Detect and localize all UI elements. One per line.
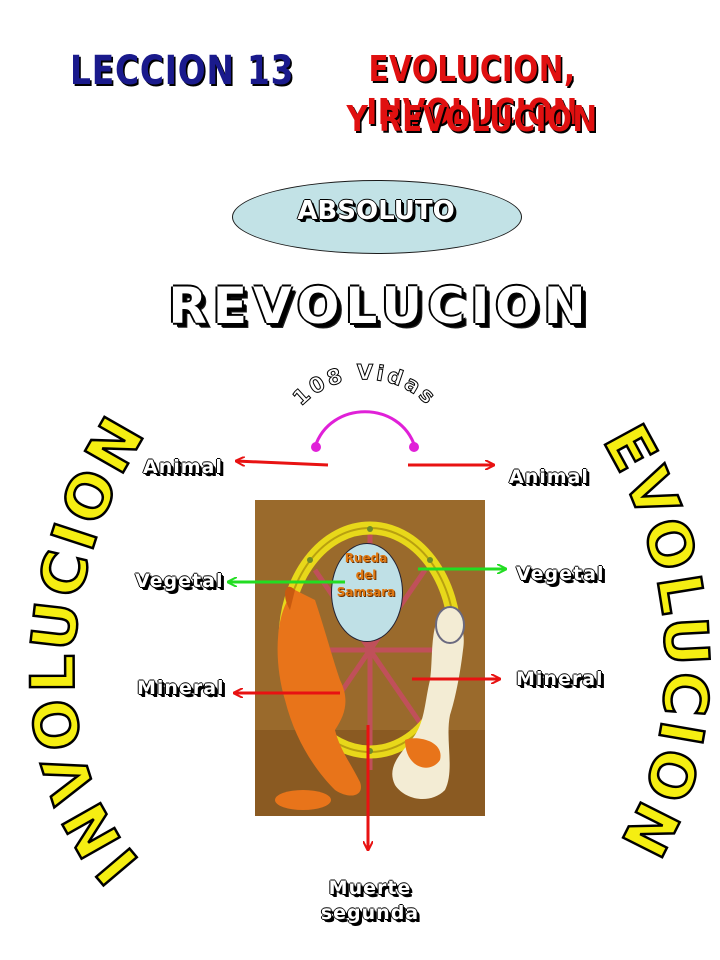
left-level-vegetal: Vegetal xyxy=(135,570,224,592)
evolution-word: EVOLUCION xyxy=(589,414,720,871)
page-title-line1: EVOLUCION, INVOLUCION xyxy=(366,49,578,134)
page-title-line2: Y REVOLUCION xyxy=(346,99,598,140)
right-level-vegetal: Vegetal xyxy=(516,563,605,585)
absolute-ellipse xyxy=(232,180,522,254)
second-death-label: Muerte segunda xyxy=(300,876,440,925)
samsara-label-line2: del xyxy=(355,567,377,582)
revolution-label: REVOLUCION xyxy=(168,277,592,335)
lives-label: 108 Vidas xyxy=(288,360,442,410)
right-level-mineral: Mineral xyxy=(516,668,604,690)
samsara-label-line3: Samsara xyxy=(336,584,396,599)
left-level-mineral: Mineral xyxy=(137,677,225,699)
second-death-line1: Muerte xyxy=(328,877,412,899)
lives-arc xyxy=(313,410,417,448)
samsara-ellipse xyxy=(331,543,403,642)
lives-arc-end-dot xyxy=(409,442,419,452)
samsara-label-line1: Rueda xyxy=(344,551,388,565)
right-level-animal: Animal xyxy=(509,466,589,488)
left-level-animal: Animal xyxy=(143,456,223,478)
lesson-number: LECCION 13 xyxy=(70,48,295,94)
lives-arc-start-dot xyxy=(311,442,321,452)
involution-word: INVOLUCION xyxy=(19,403,161,897)
samsara-label: Rueda del Samsara xyxy=(331,550,401,600)
absolute-label: ABSOLUTO xyxy=(297,196,455,226)
second-death-line2: segunda xyxy=(320,901,420,924)
arrow-to-animal-left xyxy=(236,461,329,467)
